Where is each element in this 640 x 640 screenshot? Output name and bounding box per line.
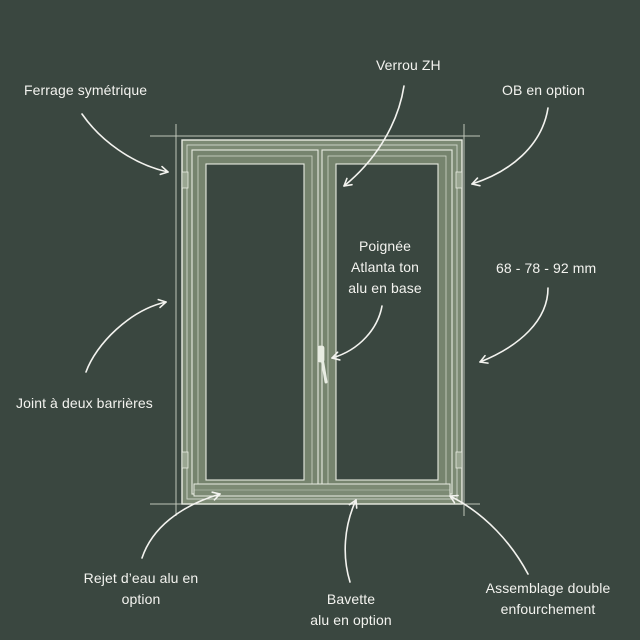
label-joint: Joint à deux barrières bbox=[16, 395, 153, 411]
central-mullion bbox=[317, 150, 323, 494]
left-sash bbox=[191, 149, 319, 495]
label-verrou: Verrou ZH bbox=[376, 57, 441, 73]
arrow-rejet bbox=[141, 491, 221, 559]
hinge-icons bbox=[181, 171, 463, 469]
arrow-ferrage bbox=[81, 113, 169, 176]
left-glass bbox=[205, 163, 305, 481]
hinge-bottom-left bbox=[181, 451, 189, 469]
label-rejet: Rejet d’eau alu en option bbox=[83, 570, 199, 607]
arrow-dimensions bbox=[479, 287, 549, 364]
hinge-top-right bbox=[455, 171, 463, 189]
right-glass bbox=[335, 163, 439, 481]
label-ferrage: Ferrage symétrique bbox=[24, 82, 148, 98]
arrow-assemblage bbox=[449, 494, 529, 575]
arrow-verrou bbox=[343, 85, 405, 187]
arrow-joint bbox=[85, 298, 167, 373]
hinge-top-left bbox=[181, 171, 189, 189]
arrow-poignee bbox=[331, 305, 383, 361]
label-poignee: Poignée Atlanta ton alu en base bbox=[348, 238, 422, 296]
label-dimensions: 68 - 78 - 92 mm bbox=[496, 260, 597, 276]
label-bavette: Bavette alu en option bbox=[310, 591, 392, 628]
arrows bbox=[81, 85, 549, 583]
handle-icon bbox=[317, 345, 328, 384]
hinge-bottom-right bbox=[455, 451, 463, 469]
arrow-ob bbox=[471, 107, 549, 187]
label-ob: OB en option bbox=[502, 82, 585, 98]
right-sash bbox=[321, 149, 453, 495]
sill-bavette bbox=[193, 483, 451, 497]
arrow-bavette bbox=[344, 499, 358, 583]
label-assemblage: Assemblage double enfourchement bbox=[485, 580, 611, 617]
